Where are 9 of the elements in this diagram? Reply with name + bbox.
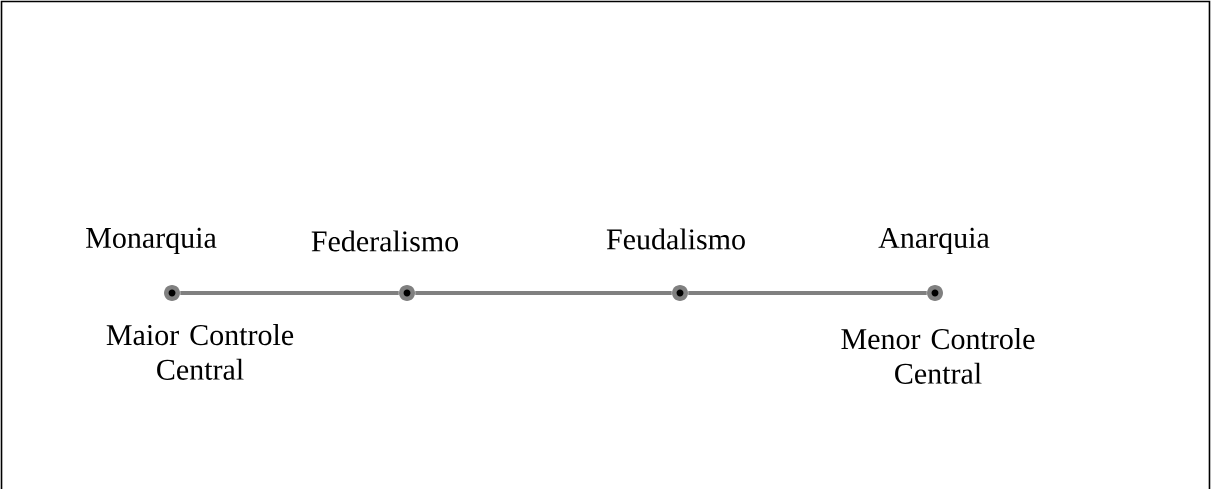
point-label: Maior Controle Central <box>106 324 294 380</box>
point-label: Anarquia <box>878 227 990 255</box>
point-label: Feudalismo <box>606 228 745 250</box>
connector-line <box>688 291 927 295</box>
point-label: Federalismo <box>311 230 459 252</box>
connector-line <box>415 291 672 295</box>
connector-line <box>180 291 399 295</box>
point-label: Monarquia <box>86 227 217 255</box>
point-label: Menor Controle Central <box>841 328 1035 384</box>
